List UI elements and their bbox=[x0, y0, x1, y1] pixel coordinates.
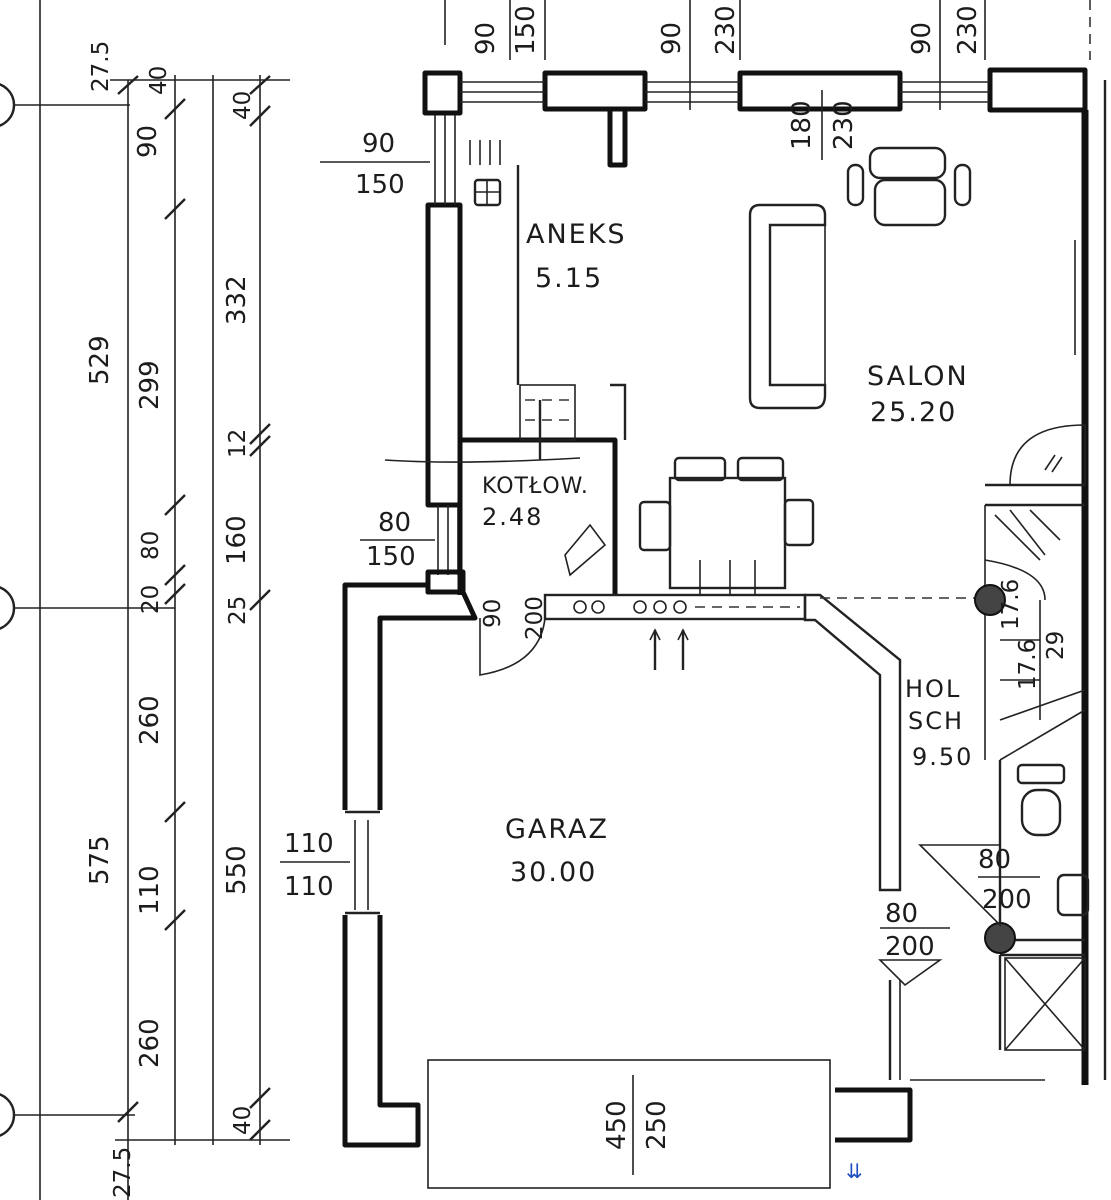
room-area-salon: 25.20 bbox=[870, 397, 957, 428]
dim-left-inner-6: 550 bbox=[222, 845, 252, 895]
dim-door-kotlownia-h: 200 bbox=[522, 596, 548, 640]
dining-table-icon bbox=[668, 476, 787, 590]
dim-left-outer-2: 529 bbox=[85, 335, 115, 385]
dim-window-salon-w: 180 bbox=[787, 100, 817, 150]
axis-marker-mid bbox=[0, 586, 16, 630]
top-wall-corner-right bbox=[987, 67, 1088, 113]
dim-garage-door-w: 450 bbox=[602, 1100, 632, 1150]
top-wall-seg-1 bbox=[542, 70, 648, 112]
dim-window-aneks-h: 150 bbox=[355, 170, 405, 200]
room-name-kotlownia: KOTŁOW. bbox=[482, 474, 589, 499]
dim-left-middle-8: 260 bbox=[135, 1018, 165, 1068]
dim-left-inner-3: 12 bbox=[225, 429, 251, 458]
staircase bbox=[984, 505, 1086, 761]
exterior-walls bbox=[342, 67, 1107, 1148]
dim-bath-door-w: 80 bbox=[978, 845, 1011, 875]
column-icon-2 bbox=[984, 922, 1016, 954]
dim-left-middle-6: 260 bbox=[135, 695, 165, 745]
dim-window-kotlownia-h: 150 bbox=[366, 542, 416, 572]
dim-stair-b: 17.6 bbox=[1015, 639, 1041, 690]
dim-door-kotlownia-w: 90 bbox=[480, 599, 506, 628]
column-icon bbox=[974, 584, 1006, 616]
dim-left-middle-5: 20 bbox=[138, 585, 164, 614]
dim-window-garaz-h: 110 bbox=[284, 872, 334, 902]
dim-top-1-h: 150 bbox=[511, 5, 541, 55]
dim-top-2-w: 90 bbox=[657, 22, 687, 55]
top-wall-corner-left bbox=[422, 70, 463, 116]
blue-marker-icon: ⇊ bbox=[846, 1159, 863, 1183]
room-labels: ANEKS 5.15 SALON 25.20 KOTŁOW. 2.48 HOL … bbox=[482, 219, 973, 888]
sofa-icon bbox=[748, 203, 827, 410]
dim-top-3-h: 230 bbox=[953, 5, 983, 55]
fixtures: ⇊ bbox=[384, 140, 1090, 1189]
dim-left-outer-1: 27.5 bbox=[88, 41, 114, 92]
dim-left-middle-2: 90 bbox=[133, 125, 163, 158]
dim-stair-c: 29 bbox=[1043, 631, 1069, 660]
dim-garage-door-h: 250 bbox=[642, 1100, 672, 1150]
dim-left-outer-3: 575 bbox=[85, 835, 115, 885]
dim-left-inner-2: 332 bbox=[222, 275, 252, 325]
top-wall-seg-2 bbox=[737, 70, 903, 112]
dim-top-1-w: 90 bbox=[471, 22, 501, 55]
dim-window-aneks-w: 90 bbox=[362, 129, 395, 159]
opening-dimensions: 90 150 80 150 110 110 180 230 90 200 450… bbox=[280, 90, 1069, 1175]
dim-left-middle-4: 80 bbox=[138, 531, 164, 560]
dim-left-inner-5: 25 bbox=[225, 596, 251, 625]
dim-left-middle-1: 40 bbox=[146, 66, 172, 95]
toilet-icon bbox=[1020, 788, 1062, 837]
dim-left-middle-3: 299 bbox=[135, 360, 165, 410]
dim-window-salon-h: 230 bbox=[829, 100, 859, 150]
garage-door-opening bbox=[427, 1059, 831, 1189]
room-name-hol-line1: HOL bbox=[905, 675, 961, 703]
dim-window-garaz-w: 110 bbox=[284, 829, 334, 859]
dim-bath-door-h: 200 bbox=[982, 885, 1032, 915]
room-name-garaz: GARAZ bbox=[505, 814, 609, 845]
room-name-aneks: ANEKS bbox=[526, 219, 627, 250]
room-area-hol: 9.50 bbox=[912, 743, 973, 771]
dim-left-inner-7: 40 bbox=[230, 1106, 256, 1135]
room-name-hol-line2: SCH bbox=[908, 707, 964, 735]
dim-hall-door-w: 80 bbox=[885, 899, 918, 929]
dim-hall-door-h: 200 bbox=[885, 932, 935, 962]
garage-left-wall bbox=[342, 582, 478, 810]
coffee-table-icon bbox=[873, 178, 947, 227]
axis-marker-bottom bbox=[0, 1093, 16, 1137]
room-name-salon: SALON bbox=[867, 361, 969, 392]
dim-top-2-h: 230 bbox=[711, 5, 741, 55]
sink-icon bbox=[1056, 873, 1090, 917]
dim-left-inner-1: 40 bbox=[230, 91, 256, 120]
interior-walls bbox=[457, 165, 1085, 1050]
dim-left-inner-4: 160 bbox=[222, 515, 252, 565]
axis-marker-top bbox=[0, 83, 16, 127]
room-area-garaz: 30.00 bbox=[510, 857, 597, 888]
dim-window-kotlownia-w: 80 bbox=[378, 508, 411, 538]
room-area-aneks: 5.15 bbox=[535, 263, 603, 294]
top-window-dimensions: 90 150 90 230 90 230 bbox=[444, 0, 1091, 110]
left-dimension-chains: 27.5 529 575 27.5 40 90 299 80 20 260 11… bbox=[0, 0, 290, 1200]
dim-left-outer-4: 27.5 bbox=[110, 1147, 136, 1198]
left-wall-upper bbox=[425, 202, 463, 508]
room-area-kotlownia: 2.48 bbox=[482, 503, 543, 531]
dim-stair-a: 17.6 bbox=[998, 579, 1024, 630]
dim-top-3-w: 90 bbox=[907, 22, 937, 55]
dim-left-middle-7: 110 bbox=[135, 865, 165, 915]
